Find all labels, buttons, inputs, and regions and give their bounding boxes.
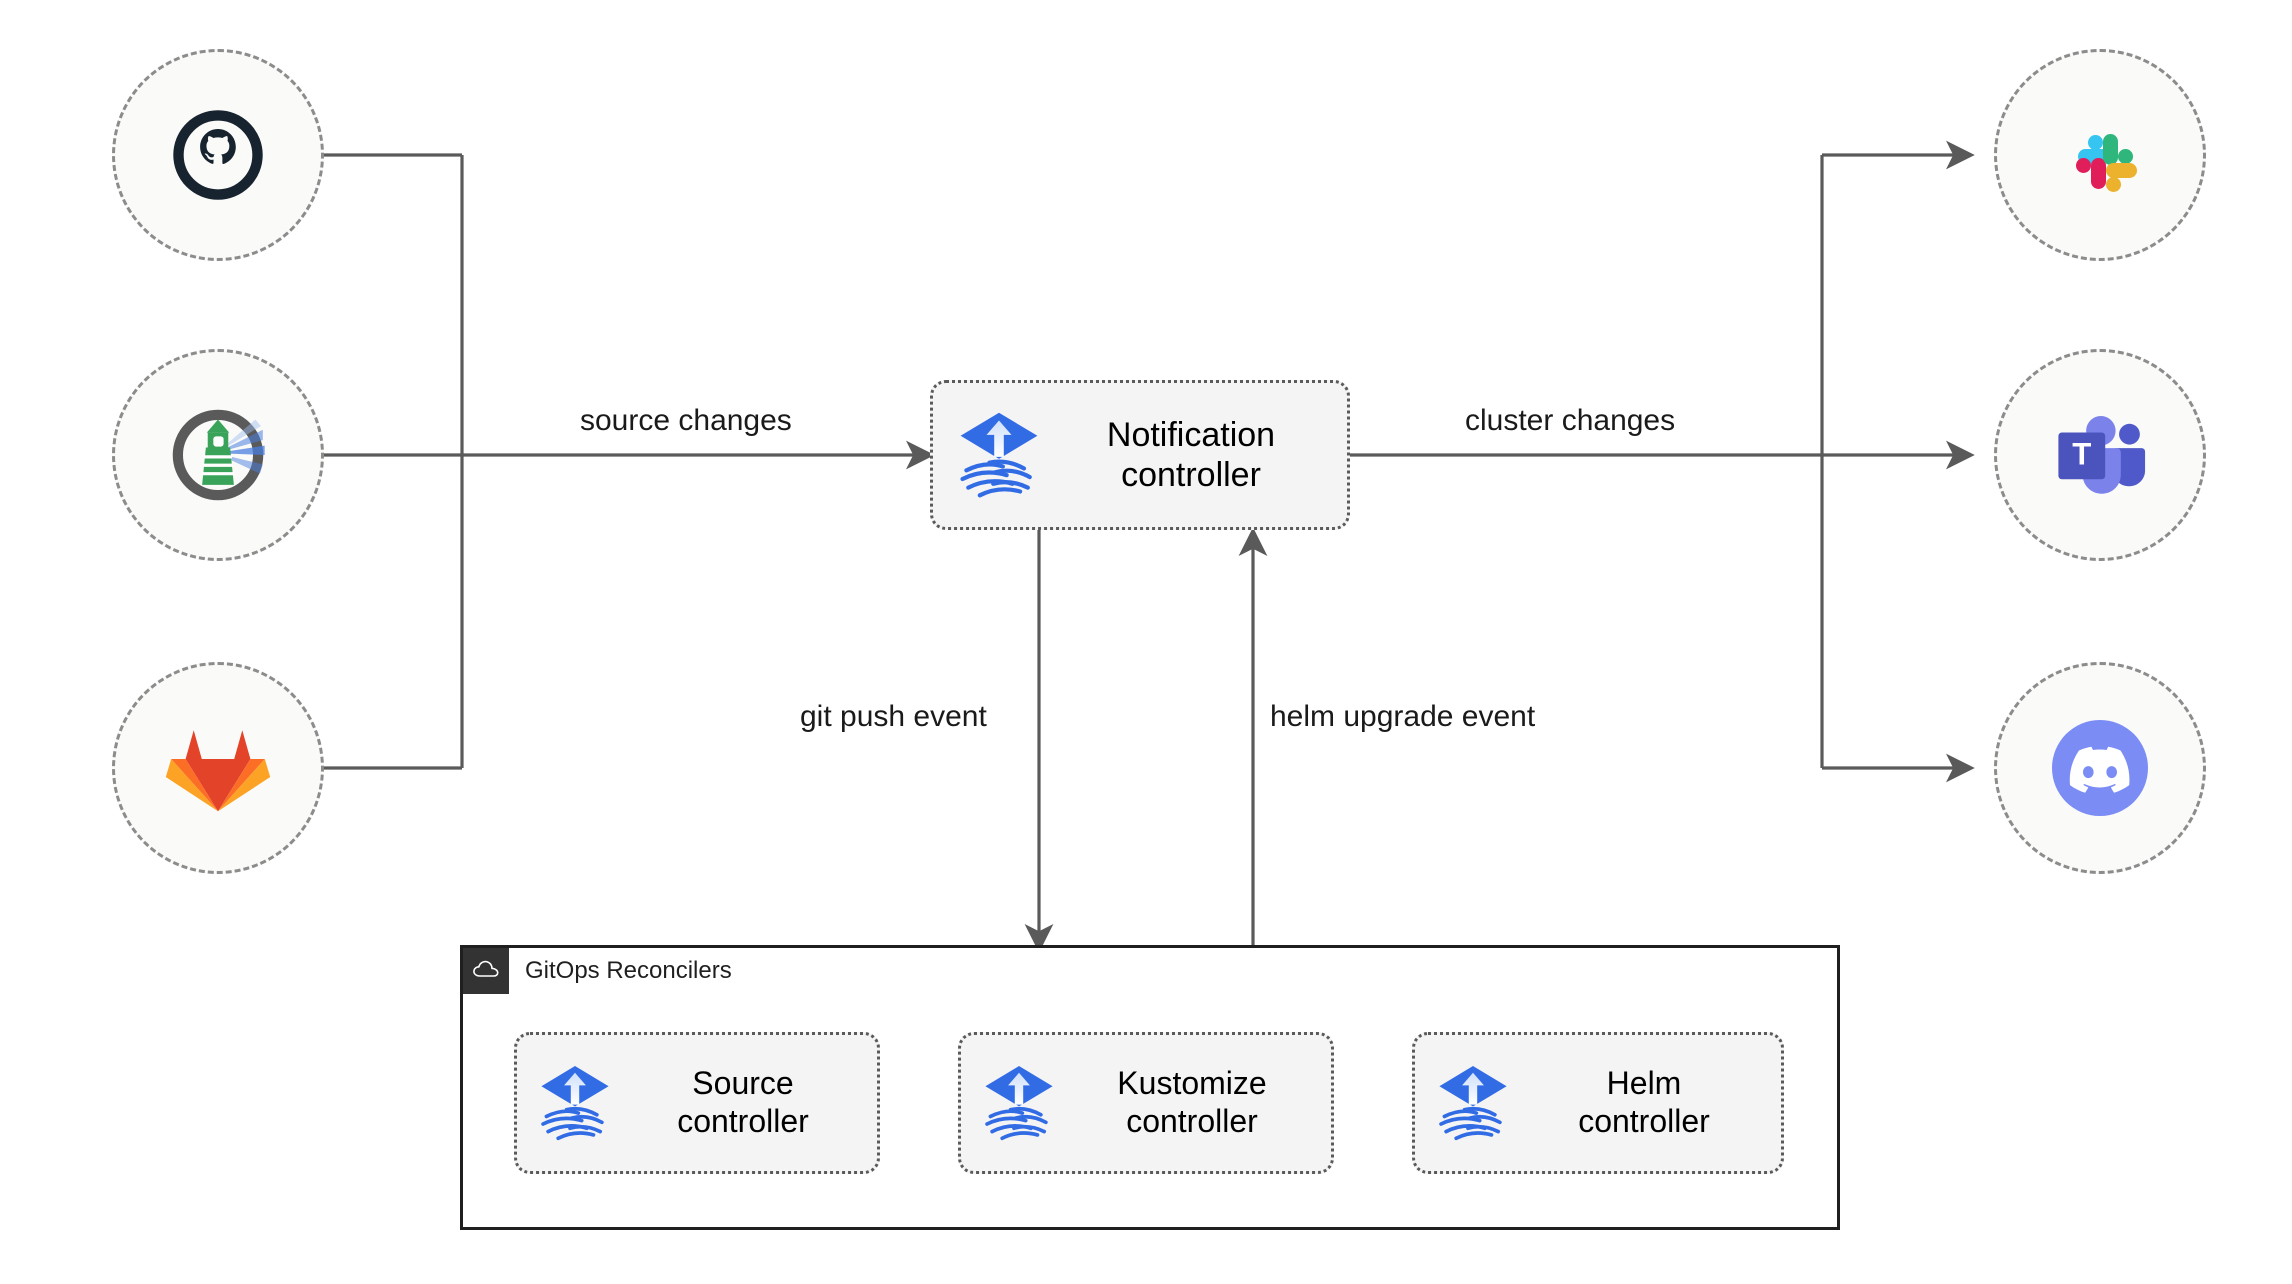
node-kustomize-controller[interactable]: Kustomize controller bbox=[958, 1032, 1334, 1174]
source-endpoint-flux[interactable] bbox=[112, 349, 324, 561]
node-helm-controller[interactable]: Helm controller bbox=[1412, 1032, 1784, 1174]
flux-logo-icon bbox=[533, 1061, 617, 1145]
node-label: Notification controller bbox=[1106, 415, 1276, 494]
github-icon bbox=[166, 103, 270, 207]
flux-lighthouse-icon bbox=[162, 399, 274, 511]
destination-endpoint-slack[interactable] bbox=[1994, 49, 2206, 261]
edge-label-cluster-changes: cluster changes bbox=[1465, 404, 1676, 437]
svg-text:T: T bbox=[2072, 437, 2091, 472]
source-endpoint-github[interactable] bbox=[112, 49, 324, 261]
destination-endpoint-discord[interactable] bbox=[1994, 662, 2206, 874]
node-label: Source controller bbox=[677, 1065, 809, 1139]
cloud-icon bbox=[472, 958, 500, 985]
discord-icon bbox=[2040, 708, 2160, 828]
group-tab bbox=[463, 948, 509, 994]
node-source-controller[interactable]: Source controller bbox=[514, 1032, 880, 1174]
microsoft-teams-icon: T bbox=[2048, 409, 2152, 501]
group-title: GitOps Reconcilers bbox=[525, 957, 732, 984]
node-notification-controller[interactable]: Notification controller bbox=[930, 380, 1350, 530]
destination-endpoint-teams[interactable]: T bbox=[1994, 349, 2206, 561]
edge-label-helm-upgrade-event: helm upgrade event bbox=[1270, 700, 1536, 733]
node-label: Kustomize controller bbox=[1117, 1065, 1267, 1139]
source-endpoint-gitlab[interactable] bbox=[112, 662, 324, 874]
edge-label-git-push-event: git push event bbox=[800, 700, 987, 733]
flux-logo-icon bbox=[1431, 1061, 1515, 1145]
slack-icon bbox=[2050, 105, 2150, 205]
node-label: Helm controller bbox=[1578, 1065, 1710, 1139]
flux-logo-icon bbox=[977, 1061, 1061, 1145]
flux-logo-icon bbox=[951, 407, 1047, 503]
edge-label-source-changes: source changes bbox=[580, 404, 792, 437]
gitlab-icon bbox=[164, 716, 272, 820]
